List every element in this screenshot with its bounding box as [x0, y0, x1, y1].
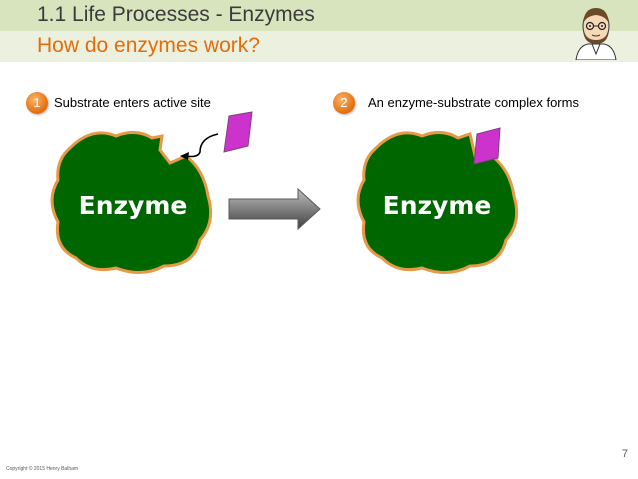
- substrate-1-shape: [223, 111, 253, 153]
- slide-header: 1.1 Life Processes - Enzymes How do enzy…: [0, 0, 638, 62]
- right-arrow-icon: [228, 187, 321, 231]
- enzyme-2-label: Enzyme: [383, 191, 492, 220]
- header-band-bottom: [0, 31, 638, 62]
- step-2-number: 2: [333, 92, 355, 114]
- step-2-label: An enzyme-substrate complex forms: [368, 95, 579, 110]
- header-band-top: [0, 0, 638, 31]
- enzyme-2-shape: [356, 131, 519, 274]
- enzyme-1-label: Enzyme: [79, 191, 188, 220]
- substrate-2-shape: [473, 127, 501, 165]
- step-1-label: Substrate enters active site: [54, 95, 211, 110]
- curved-arrow-icon: [185, 133, 219, 158]
- presenter-avatar-icon: [575, 8, 617, 60]
- step-1-number: 1: [26, 92, 48, 114]
- copyright-notice: Copyright © 2015 Henry Balham: [6, 466, 79, 472]
- slide-subtitle: How do enzymes work?: [37, 34, 260, 57]
- curved-arrow-head: [180, 152, 189, 160]
- slide-title: 1.1 Life Processes - Enzymes: [37, 3, 315, 26]
- page-number: 7: [621, 448, 628, 460]
- enzyme-1-shape: [50, 131, 213, 274]
